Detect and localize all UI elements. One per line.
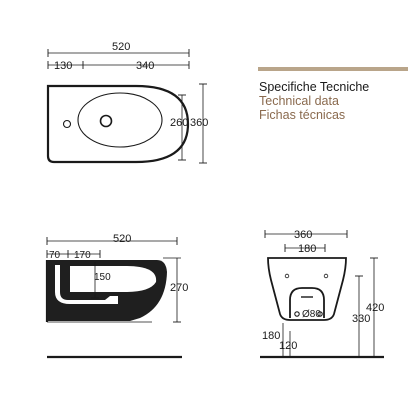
- front-view-outline: [267, 257, 347, 321]
- top-front-segment-label: 340: [136, 60, 154, 72]
- legend: Specifiche Tecniche Technical data Ficha…: [258, 67, 408, 122]
- side-view: 520 70 170 150 270: [45, 233, 188, 359]
- side-seg-a-label: 70: [49, 250, 61, 261]
- legend-title-it: Specifiche Tecniche: [259, 80, 369, 94]
- front-floor-outlet-label: 180: [262, 330, 280, 342]
- side-view-bowl-interior: [70, 266, 126, 292]
- side-view-cavity: [52, 265, 118, 304]
- outlet-right-icon: [317, 311, 323, 317]
- top-view: 520 130 340 260 360: [46, 41, 208, 164]
- front-fixing-centers-label: 180: [298, 243, 316, 255]
- front-outlet-height-label: 120: [279, 340, 297, 352]
- tap-hole-icon: [62, 119, 72, 129]
- top-view-outline: [46, 84, 190, 164]
- side-seg-b-label: 170: [74, 250, 91, 261]
- legend-title-es: Fichas técnicas: [259, 108, 345, 122]
- drain-icon: [99, 114, 113, 128]
- top-bowl-width-label: 260: [170, 117, 188, 129]
- side-overall-length-label: 520: [113, 233, 131, 245]
- front-overall-width-label: 360: [294, 229, 312, 241]
- top-overall-length-label: 520: [112, 41, 130, 53]
- outlet-left-icon: [294, 311, 300, 317]
- front-outlet-diameter-label: Ø80: [302, 309, 321, 320]
- front-view-inner-cutout: [289, 287, 325, 318]
- front-fixing-height-label: 330: [352, 313, 370, 325]
- top-rear-segment-label: 130: [54, 60, 72, 72]
- side-view-bowl-front: [126, 266, 157, 292]
- side-height-label: 270: [170, 282, 188, 294]
- fixing-hole-right-icon: [323, 273, 329, 279]
- front-total-height-label: 420: [366, 302, 384, 314]
- legend-accent-bar: [258, 67, 408, 71]
- fixing-hole-left-icon: [284, 273, 290, 279]
- top-overall-width-label: 360: [190, 117, 208, 129]
- front-view: 360 180 Ø80 180 120 420 330: [260, 229, 384, 359]
- top-view-bowl: [77, 92, 163, 148]
- legend-title-en: Technical data: [259, 94, 339, 108]
- side-depth-label: 150: [94, 272, 111, 283]
